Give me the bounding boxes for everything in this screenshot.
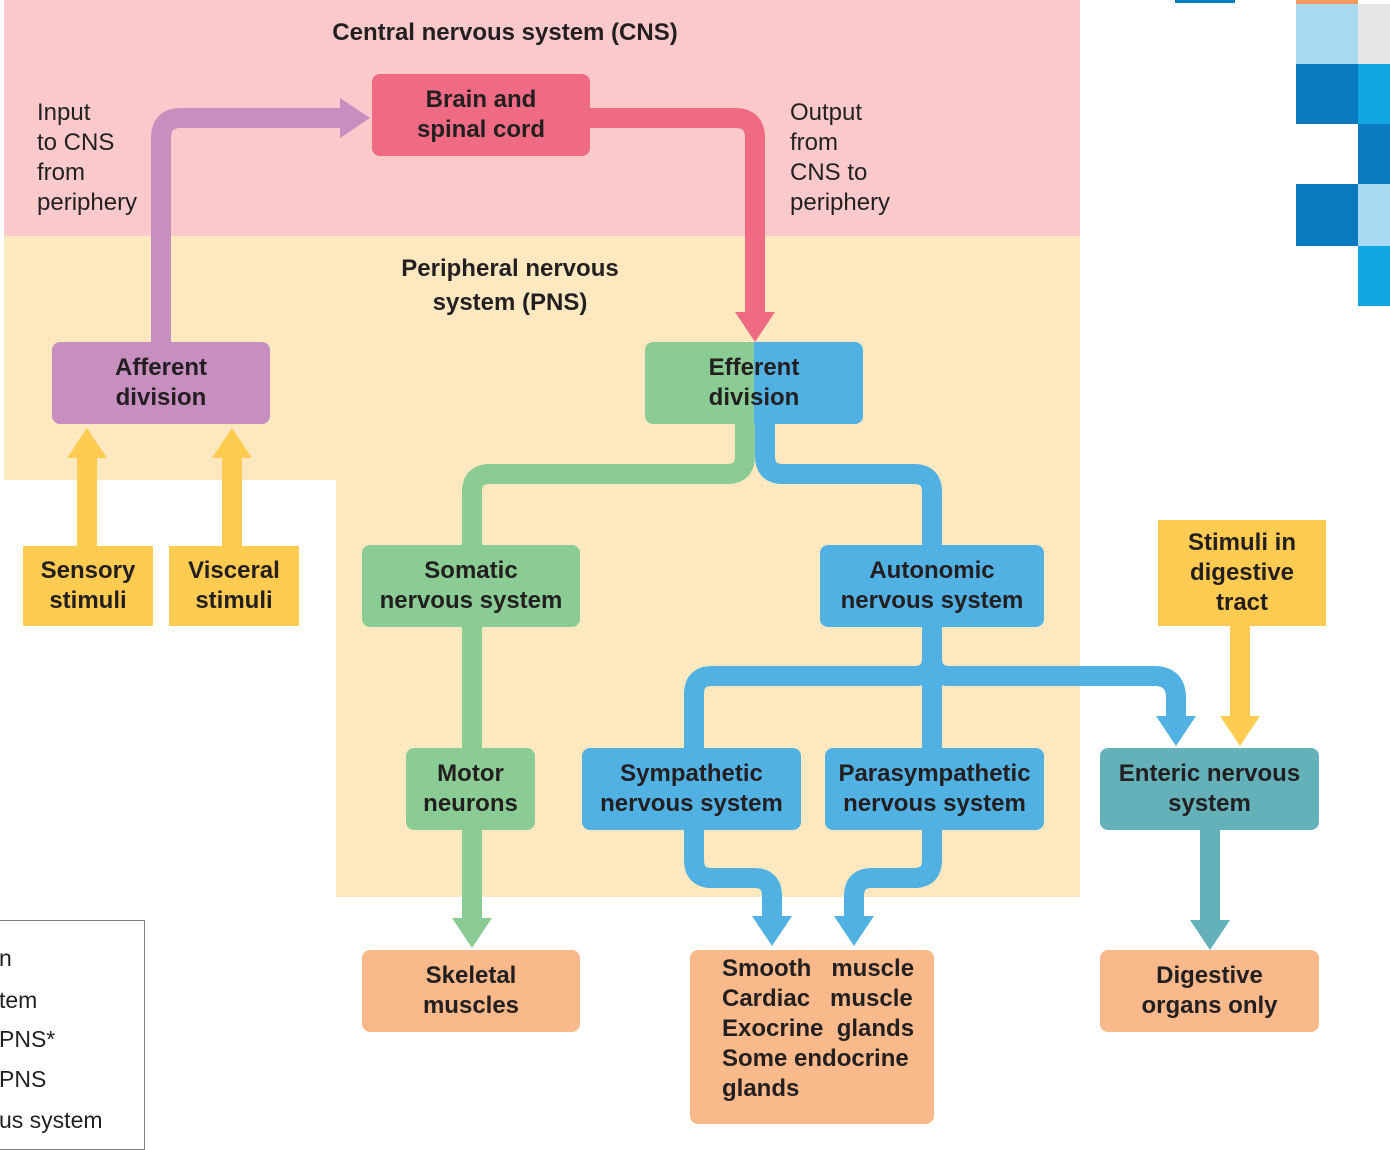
- arrowhead: [735, 312, 775, 342]
- pattern-tile: [1358, 64, 1390, 124]
- legend-item: us system: [0, 1107, 103, 1133]
- somatic-nervous-system-box: Somatic nervous system: [362, 545, 580, 627]
- efferent-division-box: Efferent division: [645, 342, 863, 424]
- pns-title: Peripheral nervous system (PNS): [401, 255, 619, 316]
- legend-item: PNS: [0, 1066, 47, 1092]
- pattern-tile: [1358, 124, 1390, 184]
- digestive-organs-box: Digestive organs only: [1100, 950, 1319, 1032]
- skeletal-muscles-box: Skeletal muscles: [362, 950, 580, 1032]
- effector-endocrine-glands: Some endocrine: [722, 1045, 909, 1072]
- legend-box: n tem PNS* PNS us system: [0, 920, 145, 1150]
- efferent-to-autonomic-connector: [755, 424, 942, 548]
- sympathetic-nervous-system-box: Sympathetic nervous system: [582, 748, 801, 830]
- arrowhead: [752, 916, 792, 946]
- pattern-tile: [1296, 4, 1358, 64]
- brain-spinal-cord-box: Brain and spinal cord: [372, 74, 590, 156]
- legend-item: tem: [0, 987, 38, 1013]
- pattern-tile: [1175, 0, 1235, 3]
- pattern-tile: [1358, 184, 1390, 246]
- legend-item: PNS*: [0, 1026, 56, 1052]
- effector-smooth-muscle: Smooth muscle: [722, 955, 915, 982]
- arrowhead: [452, 918, 492, 948]
- effector-cardiac-muscle: Cardiac muscle: [722, 985, 913, 1012]
- sympathetic-to-effectors-arrow: [684, 830, 782, 918]
- pattern-tile: [1358, 246, 1390, 306]
- afferent-to-brain-arrow: [151, 108, 345, 345]
- parasympathetic-nervous-system-box: Parasympathetic nervous system: [825, 748, 1044, 830]
- afferent-division-box: Afferent division: [52, 342, 270, 424]
- autonomic-branch-connector: [684, 626, 942, 752]
- arrowhead: [1190, 920, 1230, 950]
- efferent-to-somatic-connector: [462, 424, 755, 548]
- pattern-tile: [1296, 64, 1358, 124]
- parasympathetic-to-effectors-arrow: [844, 830, 942, 918]
- motor-neurons-box: Motor neurons: [406, 748, 535, 830]
- legend-item: n: [0, 945, 12, 971]
- input-label: Input to CNS from periphery: [37, 99, 138, 216]
- autonomic-nervous-system-box: Autonomic nervous system: [820, 545, 1044, 627]
- pattern-tile: [1358, 4, 1390, 64]
- arrowhead: [1156, 716, 1196, 746]
- arrowhead: [212, 428, 252, 458]
- pattern-tile: [1296, 184, 1358, 246]
- arrowhead: [1220, 716, 1260, 746]
- arrowhead: [340, 98, 370, 138]
- stimuli-digestive-tract-box: Stimuli in digestive tract: [1158, 520, 1326, 626]
- autonomic-effectors-box: Smooth muscle Cardiac muscle Exocrine gl…: [690, 950, 934, 1124]
- brain-to-efferent-arrow: [588, 108, 765, 315]
- autonomic-to-enteric-arrow: [922, 657, 1186, 718]
- enteric-nervous-system-box: Enteric nervous system: [1100, 748, 1319, 830]
- sensory-stimuli-box: Sensory stimuli: [23, 546, 153, 626]
- arrowhead: [834, 916, 874, 946]
- cns-title: Central nervous system (CNS): [332, 19, 678, 46]
- pattern-tile: [1296, 0, 1358, 4]
- effector-endocrine-glands-cont: glands: [722, 1075, 800, 1102]
- output-label: Output from CNS to periphery: [790, 99, 891, 216]
- arrowhead: [67, 428, 107, 458]
- visceral-stimuli-box: Visceral stimuli: [169, 546, 299, 626]
- effector-exocrine-glands: Exocrine glands: [722, 1015, 915, 1042]
